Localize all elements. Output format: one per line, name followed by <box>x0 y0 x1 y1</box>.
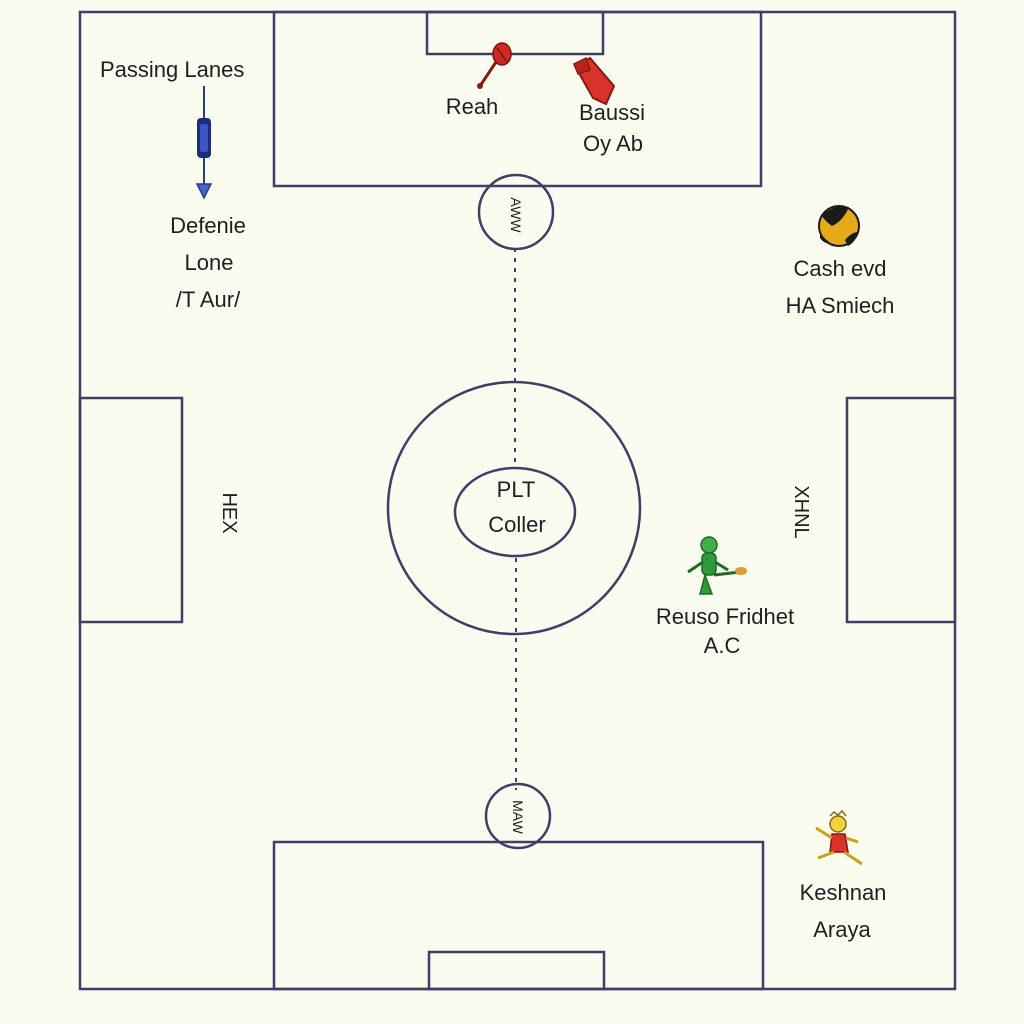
arrow-down-icon <box>195 86 213 200</box>
bottom-goal-box <box>427 950 606 991</box>
bottom-arc <box>484 782 552 850</box>
player-label-reah: Reah <box>445 94 499 119</box>
green-player-icon <box>687 536 747 595</box>
defense-label-line-3: /T Aur/ <box>175 287 241 312</box>
defense-label-line-2: Lone <box>184 250 234 275</box>
ball-icon <box>818 205 860 247</box>
top-goal-box <box>425 10 605 56</box>
green-player-label-line-2: A.C <box>703 633 741 658</box>
left-side-box <box>78 396 184 624</box>
red-player-icon <box>477 42 512 89</box>
defense-label-line-1: Defenie <box>170 213 246 238</box>
bottom-player-label-line-2: Araya <box>813 917 871 942</box>
red-boot-icon <box>573 56 616 106</box>
right-box-label: XHNL <box>790 485 812 539</box>
right-side-box <box>845 396 957 624</box>
center-label-line-2: Coller <box>488 512 546 537</box>
ball-label-line-2: HA Smiech <box>785 293 895 318</box>
green-player-label-line-1: Reuso Fridhet <box>655 604 795 629</box>
passing-lanes-label: Passing Lanes <box>100 57 245 82</box>
bottom-player-label-line-1: Keshnan <box>799 880 887 905</box>
top-arc-label: AWW <box>508 197 524 233</box>
bottom-penalty-box <box>272 840 765 991</box>
center-label-line-1: PLT <box>496 477 536 502</box>
top-penalty-box <box>272 10 763 188</box>
yellow-player-icon <box>815 809 863 866</box>
bottom-arc-label: MAW <box>510 800 526 834</box>
player-label-oy-ab: Oy Ab <box>583 131 643 156</box>
player-label-baussi: Baussi <box>578 100 646 125</box>
ball-label-line-1: Cash evd <box>793 256 887 281</box>
left-box-label: HEX <box>218 492 240 534</box>
center-spot-ring <box>453 466 577 558</box>
